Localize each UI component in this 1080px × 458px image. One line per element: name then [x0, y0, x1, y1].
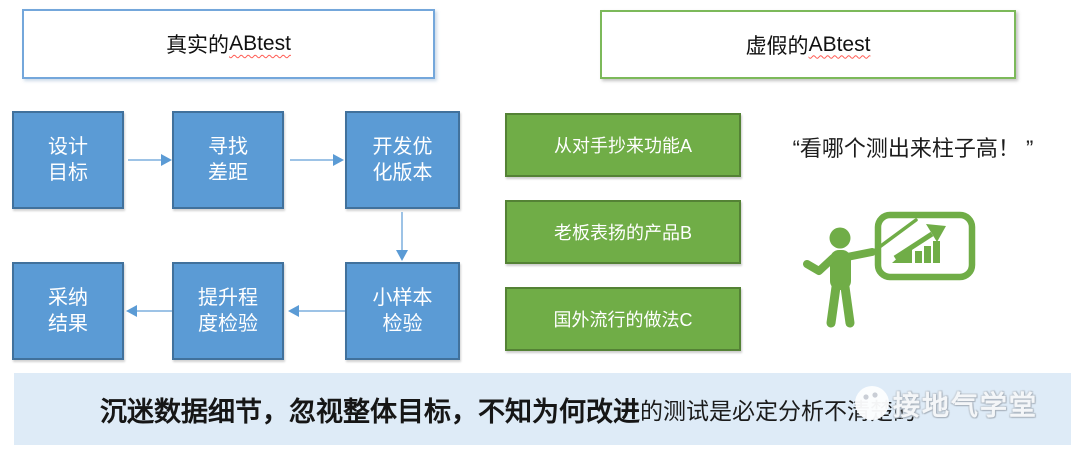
fake-header-label: 虚假的 — [745, 34, 809, 58]
flow-box-label: 差距 — [208, 162, 248, 184]
flow-box-find-gap: 寻找 差距 — [172, 111, 284, 209]
arrow-left-icon — [126, 305, 172, 317]
fake-item-b: 老板表扬的产品B — [505, 200, 741, 264]
arrow-right-icon — [290, 154, 344, 166]
banner-bold-text: 沉迷数据细节，忽视整体目标，不知为何改进 — [100, 396, 640, 427]
flow-box-label: 设计 — [48, 135, 88, 158]
flow-box-label: 化版本 — [372, 162, 433, 184]
arrow-down-icon — [396, 212, 408, 261]
arrow-left-icon — [288, 305, 345, 317]
flow-box-label: 结果 — [48, 313, 88, 335]
flow-box-label: 提升程 — [198, 286, 258, 309]
flow-box-label: 寻找 — [208, 135, 248, 158]
quote-text: “看哪个测出来柱子高！ ” — [792, 136, 1034, 161]
flow-box-small-sample-test: 小样本 检验 — [345, 262, 460, 360]
presenter-chart-icon — [803, 211, 976, 328]
flow-box-label: 检验 — [382, 313, 423, 335]
flow-box-label: 目标 — [48, 162, 88, 184]
flow-box-label: 开发优 — [372, 135, 433, 158]
fake-header-latin: ABtest — [808, 32, 871, 56]
fake-item-a: 从对手抄来功能A — [505, 113, 741, 177]
real-header-label: 真实的 — [166, 34, 230, 57]
flow-box-label: 度检验 — [198, 313, 258, 335]
bar-chart-arrow-icon — [892, 224, 946, 263]
flow-box-adopt-result: 采纳 结果 — [12, 262, 124, 360]
fake-item-c: 国外流行的做法C — [505, 287, 741, 351]
flow-box-develop-version: 开发优 化版本 — [345, 111, 460, 209]
watermark-text: 接地气学堂 — [893, 390, 1038, 421]
flow-box-design-goal: 设计 目标 — [12, 111, 124, 209]
fake-item-label: 从对手抄来功能A — [553, 136, 692, 156]
flow-box-improvement-test: 提升程 度检验 — [172, 262, 284, 360]
flow-box-label: 小样本 — [372, 286, 433, 309]
person-icon — [803, 218, 918, 328]
wechat-icon — [855, 386, 889, 420]
fake-item-label: 国外流行的做法C — [553, 310, 693, 330]
watermark: 接地气学堂 — [852, 382, 1038, 424]
arrow-right-icon — [128, 154, 172, 166]
flow-box-label: 采纳 — [48, 286, 88, 309]
fake-item-label: 老板表扬的产品B — [553, 223, 692, 243]
real-header-latin: ABtest — [229, 32, 291, 55]
